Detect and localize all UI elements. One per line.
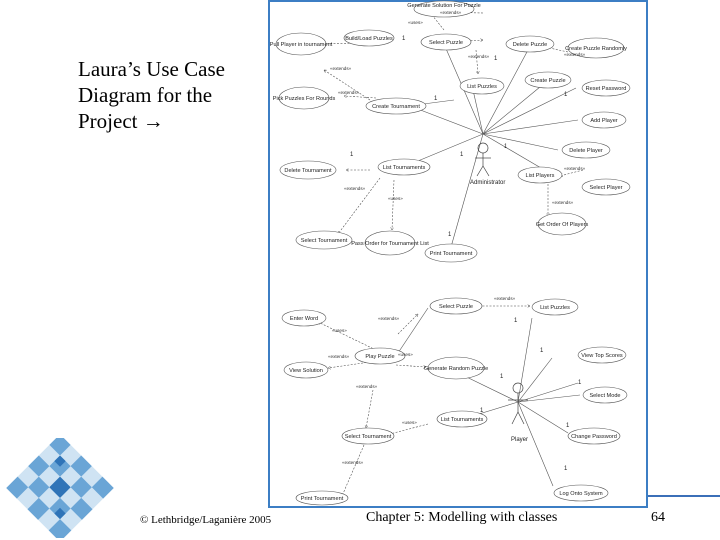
svg-text:List Players: List Players <box>526 173 555 179</box>
svg-text:«extends»: «extends» <box>440 10 462 15</box>
slide-title: Laura’s Use Case Diagram for the Project… <box>78 56 258 134</box>
svg-text:«extends»: «extends» <box>494 296 516 301</box>
svg-text:Delete Tournament: Delete Tournament <box>284 168 332 174</box>
svg-text:Select Tournament: Select Tournament <box>301 238 348 244</box>
svg-text:1: 1 <box>504 144 508 150</box>
svg-text:Generate Solution For Puzzle: Generate Solution For Puzzle <box>407 3 480 9</box>
title-line-2: Diagram for the <box>78 83 213 107</box>
svg-text:«uses»: «uses» <box>408 20 423 25</box>
multiplicity-labels-bottom: 1 1 1 1 1 1 1 <box>480 318 582 472</box>
title-line-3-text: Project <box>78 109 143 133</box>
svg-text:«extends»: «extends» <box>342 460 364 465</box>
svg-text:«uses»: «uses» <box>332 328 347 333</box>
chapter-title: Chapter 5: Modelling with classes <box>366 510 558 525</box>
page-number: 64 <box>651 510 665 525</box>
svg-text:Create Tournament: Create Tournament <box>372 104 420 110</box>
use-case-labels-top: Generate Solution For Puzzle Pull Player… <box>270 3 627 257</box>
administrator-actor <box>475 142 491 177</box>
svg-text:View Solution: View Solution <box>289 368 323 374</box>
svg-text:Reset Password: Reset Password <box>586 86 627 92</box>
svg-text:Get Order Of Players: Get Order Of Players <box>536 222 589 228</box>
svg-text:1: 1 <box>448 232 452 238</box>
svg-text:List Puzzles: List Puzzles <box>540 305 570 311</box>
svg-text:Create Puzzle: Create Puzzle <box>530 78 565 84</box>
svg-text:1: 1 <box>434 96 438 102</box>
copyright-text: © Lethbridge/Laganière 2005 <box>140 514 272 526</box>
svg-text:Play Puzzle: Play Puzzle <box>365 354 394 360</box>
svg-text:Print Tournament: Print Tournament <box>430 251 473 257</box>
svg-text:1: 1 <box>564 466 568 472</box>
svg-text:Print Tournament: Print Tournament <box>301 496 344 502</box>
svg-text:Select Player: Select Player <box>590 185 623 191</box>
svg-text:«extends»: «extends» <box>552 200 574 205</box>
svg-text:«uses»: «uses» <box>388 196 403 201</box>
svg-text:Enter Word: Enter Word <box>290 316 318 322</box>
lethbridge-logo <box>6 438 114 538</box>
use-case-diagram: Administrator Generate Solution For Puzz… <box>270 0 631 506</box>
svg-text:1: 1 <box>500 374 504 380</box>
svg-text:1: 1 <box>564 92 568 98</box>
title-line-3: Project → <box>78 108 258 134</box>
svg-text:«uses»: «uses» <box>398 352 413 357</box>
svg-text:List Puzzles: List Puzzles <box>467 84 497 90</box>
use-cases-bottom <box>281 297 628 506</box>
svg-text:Pull Player in tournament: Pull Player in tournament <box>270 42 333 48</box>
svg-text:Delete Player: Delete Player <box>569 148 603 154</box>
svg-text:Delete Puzzle: Delete Puzzle <box>513 42 548 48</box>
svg-text:1: 1 <box>494 56 498 62</box>
svg-text:View Top Scores: View Top Scores <box>581 353 623 359</box>
svg-text:1: 1 <box>480 408 484 414</box>
svg-text:1: 1 <box>402 36 406 42</box>
svg-text:«extends»: «extends» <box>378 316 400 321</box>
use-case-labels-bottom: Select Puzzle List Puzzles Enter Word Pl… <box>289 304 623 502</box>
svg-text:List Tournaments: List Tournaments <box>383 165 426 171</box>
svg-text:List Tournaments: List Tournaments <box>441 417 484 423</box>
player-label: Player <box>511 437 528 443</box>
svg-text:Select Tournament: Select Tournament <box>345 434 392 440</box>
use-cases-top <box>275 0 631 263</box>
svg-text:1: 1 <box>460 152 464 158</box>
svg-text:1: 1 <box>540 348 544 354</box>
svg-text:«extends»: «extends» <box>468 54 490 59</box>
title-line-1: Laura’s Use Case <box>78 57 225 81</box>
svg-text:Pass Order for Tournament List: Pass Order for Tournament List <box>351 241 429 247</box>
association-lines-bottom <box>395 307 581 487</box>
svg-text:«uses»: «uses» <box>402 420 417 425</box>
svg-text:Pick Puzzles For Rounds: Pick Puzzles For Rounds <box>273 96 336 102</box>
svg-text:«extends»: «extends» <box>330 66 352 71</box>
svg-text:Select Puzzle: Select Puzzle <box>429 40 463 46</box>
dependency-lines-bottom <box>318 306 530 496</box>
svg-text:«extends»: «extends» <box>564 166 586 171</box>
svg-text:Select Mode: Select Mode <box>589 393 620 399</box>
svg-text:Build/Load Puzzles: Build/Load Puzzles <box>345 36 393 42</box>
svg-text:«extends»: «extends» <box>338 90 360 95</box>
svg-text:Generate Random Puzzle: Generate Random Puzzle <box>424 366 488 372</box>
svg-text:1: 1 <box>350 152 354 158</box>
svg-text:«extends»: «extends» <box>344 186 366 191</box>
svg-text:1: 1 <box>514 318 518 324</box>
arrow-right-icon: → <box>142 109 164 133</box>
player-actor <box>508 382 528 425</box>
multiplicity-labels-top: 1 1 1 1 1 1 1 1 <box>350 36 568 238</box>
svg-text:Change Password: Change Password <box>571 434 617 440</box>
svg-text:Select Puzzle: Select Puzzle <box>439 304 473 310</box>
svg-text:«extends»: «extends» <box>356 384 378 389</box>
stereotype-labels-top: «extends» «uses» «extends» «extends» «ex… <box>330 10 586 205</box>
svg-text:Create Puzzle Randomly: Create Puzzle Randomly <box>565 46 627 52</box>
stereotype-labels-bottom: «extends» «extends» «uses» «extends» «us… <box>328 296 516 465</box>
administrator-label: Administrator <box>470 180 505 186</box>
svg-text:«extends»: «extends» <box>564 52 586 57</box>
svg-text:1: 1 <box>578 380 582 386</box>
svg-text:Log Onto System: Log Onto System <box>559 491 603 497</box>
svg-text:Add Player: Add Player <box>590 118 617 124</box>
svg-text:«extends»: «extends» <box>328 354 350 359</box>
svg-text:1: 1 <box>566 423 570 429</box>
